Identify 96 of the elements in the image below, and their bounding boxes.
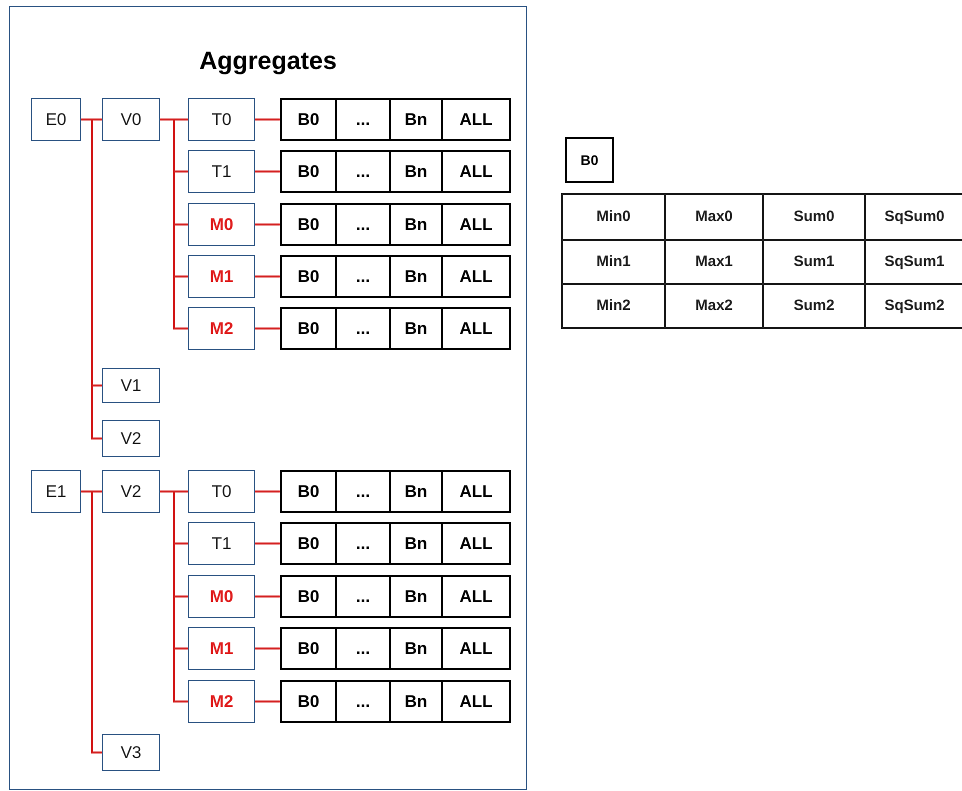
bucket-cell-text: B0 (296, 318, 320, 340)
bucket-cell: Bn (389, 472, 441, 511)
bucket-cell: Bn (389, 100, 441, 139)
table-cell: Sum0 (762, 195, 864, 239)
connector-line (81, 118, 102, 440)
key-box: E0 (31, 98, 81, 141)
connector-line (255, 700, 280, 702)
bucket-cell: ... (335, 629, 389, 668)
bucket-cell: ... (335, 205, 389, 244)
bucket-cell: Bn (389, 257, 441, 296)
table-cell: SqSum2 (864, 283, 962, 327)
key-box: M1 (188, 627, 255, 670)
bucket-cell: Bn (389, 682, 441, 721)
bucket-cell: ALL (441, 257, 509, 296)
connector-line (255, 542, 280, 544)
table-cell: Max0 (664, 195, 762, 239)
key-box: V3 (102, 734, 160, 771)
bucket-row (280, 470, 511, 513)
table-cell: Max1 (664, 239, 762, 283)
key-box: T0 (188, 470, 255, 513)
bucket-cell: ALL (441, 100, 509, 139)
table-cell: SqSum1 (864, 239, 962, 283)
bucket-cell: ... (335, 682, 389, 721)
bucket-cell-text: B0 (296, 532, 320, 555)
key-box: M0 (188, 575, 255, 618)
bucket-cell: Bn (389, 577, 441, 616)
bucket-row (280, 307, 511, 350)
connector-line (255, 118, 280, 120)
connector-line (255, 224, 280, 226)
bucket-cell: ALL (441, 472, 509, 511)
bucket-row (280, 203, 511, 246)
bucket-cell-text: B0 (296, 690, 320, 713)
table-cell: Sum1 (762, 239, 864, 283)
key-box: M2 (188, 307, 255, 350)
bucket-cell: ... (335, 577, 389, 616)
key-box: M1 (188, 255, 255, 298)
bucket-cell-text: B0 (296, 214, 320, 236)
connector-line (255, 490, 280, 492)
bucket-row (280, 575, 511, 618)
bucket-row (280, 627, 511, 670)
bucket-cell: Bn (389, 152, 441, 191)
bucket-cell: Bn (389, 205, 441, 244)
connector-line (255, 648, 280, 650)
table-cell-text: Min0 (595, 206, 632, 227)
table-cell: Sum2 (762, 283, 864, 327)
bucket-row (280, 150, 511, 193)
key-box: T0 (188, 98, 255, 141)
bucket-cell: ... (335, 524, 389, 563)
legend-box: B0 (565, 137, 614, 183)
bucket-cell: ALL (441, 152, 509, 191)
bucket-cell: Bn (389, 524, 441, 563)
bucket-cell-text: B0 (296, 638, 320, 660)
bucket-cell-text: B0 (296, 160, 320, 183)
bucket-cell: Bn (389, 629, 441, 668)
title: Aggregates (198, 46, 338, 77)
bucket-cell: ... (335, 472, 389, 511)
bucket-cell: ALL (441, 205, 509, 244)
connector-line (160, 490, 188, 702)
table-cell: Max2 (664, 283, 762, 327)
bucket-cell: ALL (441, 524, 509, 563)
connector-line (255, 596, 280, 598)
bucket-cell: ... (335, 152, 389, 191)
key-box: V2 (102, 470, 160, 513)
key-box: M0 (188, 203, 255, 246)
bucket-cell-text: B0 (296, 266, 320, 288)
bucket-cell-text: B0 (296, 108, 320, 131)
bucket-row (280, 680, 511, 723)
key-box: T1 (188, 150, 255, 193)
key-box: V2 (102, 420, 160, 457)
connector-line (255, 170, 280, 172)
connector-line (160, 118, 188, 330)
bucket-row (280, 522, 511, 565)
bucket-cell: ALL (441, 309, 509, 348)
bucket-row (280, 98, 511, 141)
bucket-cell: ... (335, 100, 389, 139)
bucket-cell-text: B0 (296, 480, 320, 503)
bucket-cell: ALL (441, 577, 509, 616)
bucket-cell: ALL (441, 629, 509, 668)
connector-line (81, 490, 102, 754)
key-box: M2 (188, 680, 255, 723)
panel (9, 6, 527, 790)
bucket-cell: ... (335, 309, 389, 348)
key-box: E1 (31, 470, 81, 513)
key-box: V1 (102, 368, 160, 403)
connector-line (255, 276, 280, 278)
key-box: T1 (188, 522, 255, 565)
connector-line (255, 328, 280, 330)
bucket-cell: ALL (441, 682, 509, 721)
bucket-cell: ... (335, 257, 389, 296)
table-cell: SqSum0 (864, 195, 962, 239)
table-cell: Min1 (563, 239, 664, 283)
bucket-cell-text: B0 (296, 586, 320, 608)
key-box: V0 (102, 98, 160, 141)
table-cell: Min2 (563, 283, 664, 327)
bucket-cell: Bn (389, 309, 441, 348)
bucket-row (280, 255, 511, 298)
